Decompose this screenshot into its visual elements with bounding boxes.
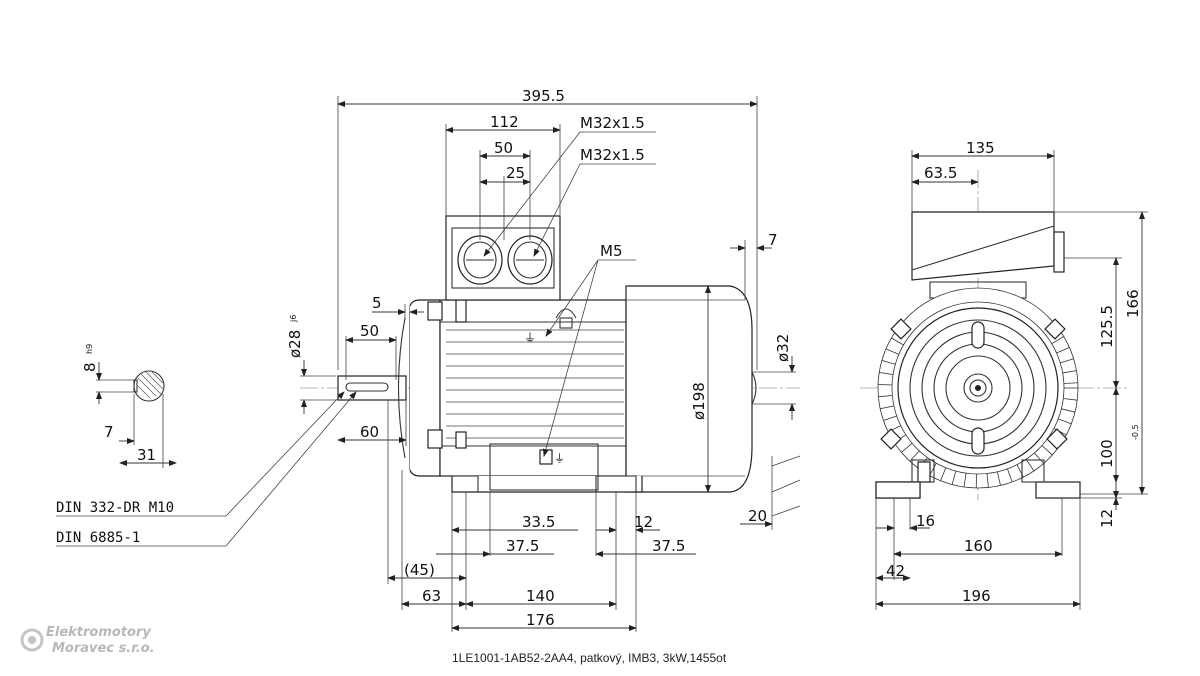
box-width-label: 135 bbox=[966, 139, 995, 157]
gland-offset-label: 25 bbox=[506, 164, 525, 182]
cooling-fin bbox=[996, 471, 1001, 486]
gland-thread-2-label: M32x1.5 bbox=[580, 146, 645, 164]
cooling-fin bbox=[1056, 346, 1070, 354]
cooling-fin bbox=[1063, 382, 1078, 384]
cooling-fin bbox=[883, 415, 897, 421]
cooling-fin bbox=[881, 360, 896, 365]
foot-height-label: 20 bbox=[748, 507, 767, 525]
foot-thickness-label: 12 bbox=[1098, 509, 1116, 528]
foot-edge-label: 42 bbox=[886, 562, 905, 580]
axis-to-box-label: 125.5 bbox=[1098, 305, 1116, 348]
end-view: 135 63.5 166 125.5 100 -0.5 12 16 160 bbox=[860, 139, 1148, 610]
cooling-fin bbox=[929, 463, 937, 476]
foot-left bbox=[875, 481, 921, 499]
shaft-collar-label: (45) bbox=[404, 561, 435, 579]
foot-width-label: 196 bbox=[962, 587, 991, 605]
overall-length-label: 395.5 bbox=[522, 87, 565, 105]
cooling-fin bbox=[1041, 445, 1053, 456]
fan-cover-diameter-label: ø32 bbox=[774, 334, 792, 362]
earth-terminal bbox=[539, 449, 553, 465]
shaft-height-label: 31 bbox=[137, 446, 156, 464]
foot-hole-label: 16 bbox=[916, 512, 935, 530]
shaft-diameter-label: ø28 bbox=[286, 330, 304, 358]
fan-cover bbox=[625, 285, 753, 493]
cooling-fin bbox=[963, 473, 967, 488]
cooling-fin bbox=[1025, 459, 1035, 472]
cooling-fin bbox=[1007, 468, 1013, 483]
din-key-label: DIN 6885-1 bbox=[56, 530, 140, 546]
key-depth-label: 7 bbox=[104, 423, 114, 441]
logo-line-1: Elektromotory bbox=[46, 625, 151, 640]
axis-height-tolerance-label: -0.5 bbox=[1131, 424, 1140, 440]
cooling-fin bbox=[986, 473, 989, 488]
cooling-fin bbox=[1051, 336, 1064, 345]
terminal-box-end bbox=[911, 211, 1055, 281]
earth-icon-bottom: ⏚ bbox=[554, 452, 565, 465]
box-height-label: 166 bbox=[1124, 289, 1142, 318]
shaft-key-length-label: 50 bbox=[360, 322, 379, 340]
cooling-fin bbox=[1061, 408, 1076, 413]
cooling-fin bbox=[1063, 398, 1078, 401]
foot-pad-left-label: 37.5 bbox=[506, 537, 539, 555]
shaft-key bbox=[345, 382, 389, 392]
box-offset-label: 63.5 bbox=[924, 164, 957, 182]
logo-line-2: Moravec s.r.o. bbox=[52, 641, 155, 656]
key-width-label: 8 bbox=[81, 362, 99, 372]
foot-offset-left-label: 33.5 bbox=[522, 513, 555, 531]
cooling-fin bbox=[1034, 452, 1044, 464]
cooling-fin bbox=[879, 371, 894, 375]
shaft-length-label: 60 bbox=[360, 423, 379, 441]
cooling-fin bbox=[1060, 358, 1074, 364]
cooling-fin bbox=[901, 442, 913, 453]
din-center-hole-label: DIN 332-DR M10 bbox=[56, 500, 174, 516]
foot-hole-width-label: 12 bbox=[634, 513, 653, 531]
earth-icon-top: ⏚ bbox=[524, 331, 536, 345]
cooling-fin bbox=[1058, 418, 1072, 425]
cooling-fin bbox=[880, 405, 894, 410]
cooling-fin bbox=[885, 348, 899, 355]
foot-pad-right-label: 37.5 bbox=[652, 537, 685, 555]
cooling-fin bbox=[891, 337, 904, 346]
shaft-section-view: 8 h9 7 31 bbox=[81, 344, 177, 468]
earth-thread-label: M5 bbox=[600, 242, 623, 260]
frame-diameter-label: ø198 bbox=[690, 382, 708, 420]
gland-spacing-label: 50 bbox=[494, 139, 513, 157]
shaft-tolerance-label: j6 bbox=[289, 315, 298, 323]
gland-thread-1-label: M32x1.5 bbox=[580, 114, 645, 132]
end-foot-hole-spacing-label: 160 bbox=[964, 537, 993, 555]
company-logo: Elektromotory Moravec s.r.o. bbox=[20, 625, 155, 656]
foot-length-label: 176 bbox=[526, 611, 555, 629]
cooling-fin bbox=[909, 450, 920, 462]
terminal-box-width-label: 112 bbox=[490, 113, 519, 131]
cooling-fin bbox=[951, 470, 957, 485]
key-tolerance-label: h9 bbox=[85, 344, 94, 354]
axis-height-label: 100 bbox=[1098, 439, 1116, 468]
cooling-fin bbox=[1062, 370, 1077, 374]
foot-right bbox=[1035, 481, 1081, 499]
foot-hole-spacing-label: 140 bbox=[526, 587, 555, 605]
side-view: ⏚ ⏚ 395.5 112 50 bbox=[56, 87, 801, 632]
cooling-fin bbox=[940, 467, 947, 481]
flange-offset-label: 5 bbox=[372, 294, 382, 312]
cooling-fin bbox=[878, 395, 893, 398]
fan-cover-offset-label: 7 bbox=[768, 231, 778, 249]
shaft-to-foot-label: 63 bbox=[422, 587, 441, 605]
shaft-section-circle bbox=[133, 370, 165, 402]
drawing-caption: 1LE1001-1AB52-2AA4, patkový, IMB3, 3kW,1… bbox=[452, 651, 727, 665]
gear-icon bbox=[20, 628, 44, 652]
